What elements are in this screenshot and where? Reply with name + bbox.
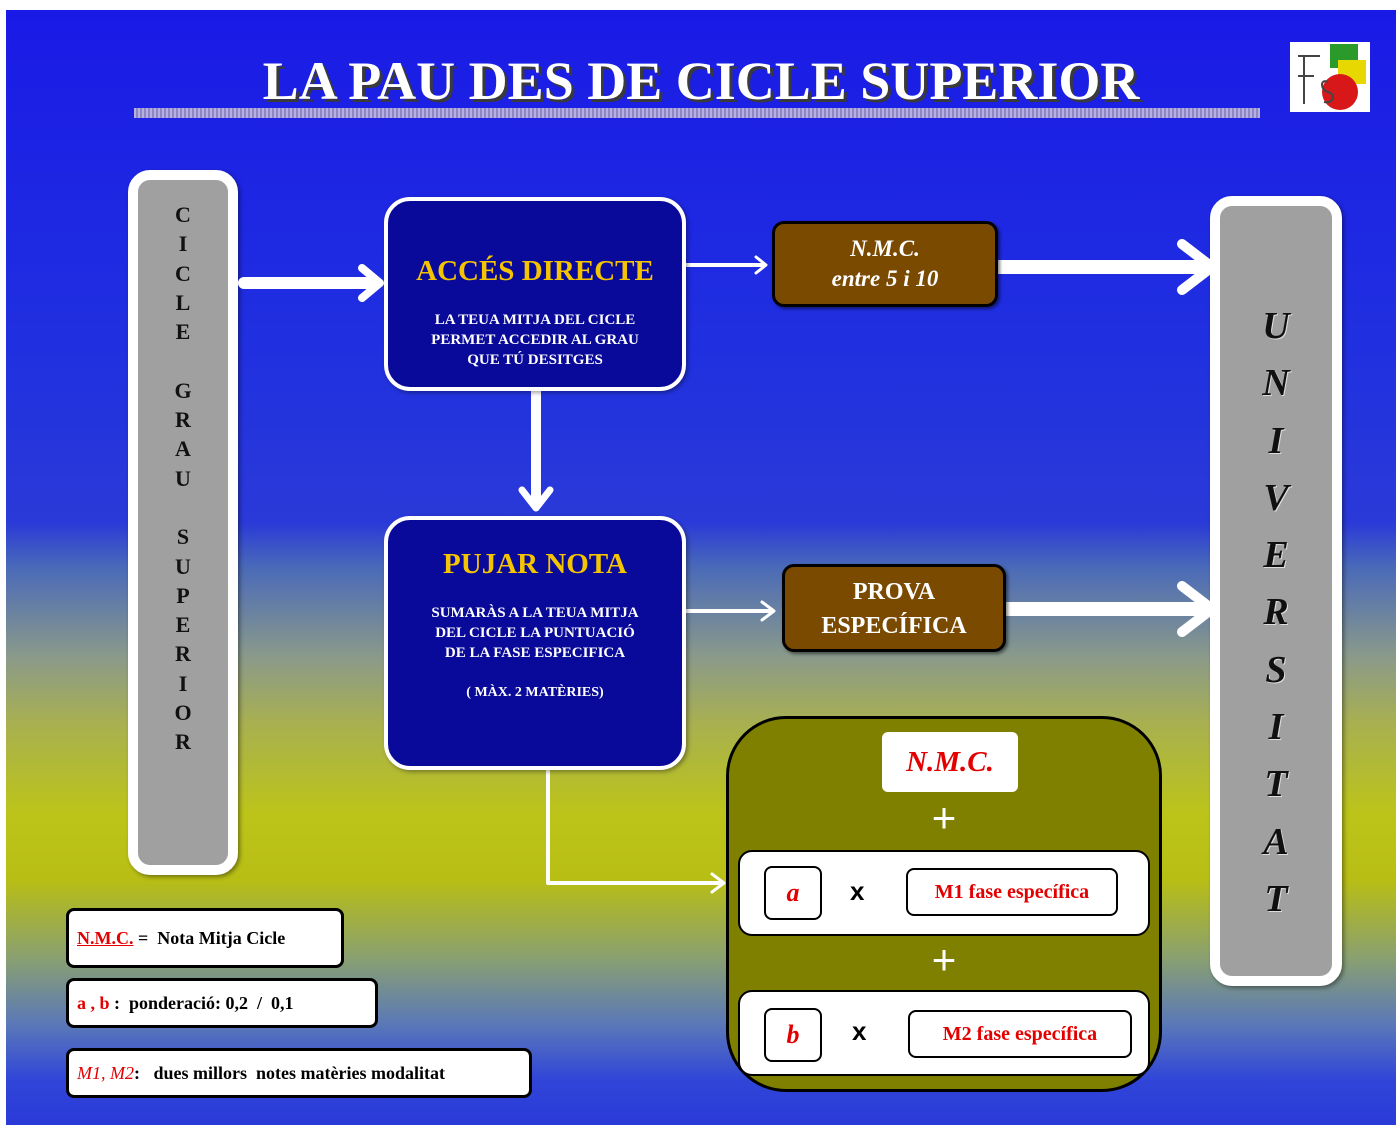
cicle-letter: C bbox=[175, 260, 191, 286]
univ-letter: E bbox=[1263, 534, 1289, 577]
legend-ab-text: : ponderació: 0,2 / 0,1 bbox=[109, 992, 294, 1013]
cicle-letter: U bbox=[175, 465, 191, 491]
acces-directe-heading: ACCÉS DIRECTE bbox=[416, 255, 654, 287]
cicle-letter: L bbox=[175, 289, 191, 315]
cicle-letter: A bbox=[175, 436, 191, 462]
title-underline bbox=[134, 108, 1260, 118]
cicle-letter: O bbox=[174, 700, 192, 726]
pujar-nota-line-3: DE LA FASE ESPECIFICA bbox=[444, 645, 626, 661]
arrow-pujar-to-prova-head bbox=[760, 600, 776, 622]
acces-directe-body: LA TEUA MITJA DEL CICLE PERMET ACCEDIR A… bbox=[388, 310, 682, 370]
pujar-nota-body: SUMARÀS A LA TEUA MITJA DEL CICLE LA PUN… bbox=[388, 603, 682, 663]
legend-nmc: N.M.C. = Nota Mitja Cicle bbox=[66, 908, 344, 968]
arrow-pujar-to-formula bbox=[546, 768, 724, 885]
m2-subject-box: M2 fase específica bbox=[908, 1010, 1132, 1058]
formula-row-2: b x M2 fase específica bbox=[738, 990, 1150, 1076]
coef-a-box: a bbox=[764, 866, 822, 920]
univ-letter: T bbox=[1264, 763, 1288, 806]
connector-arrows bbox=[238, 239, 1217, 894]
acces-directe-line-2: PERMET ACCEDIR AL GRAU bbox=[431, 332, 639, 348]
nmc-range-line-1: N.M.C. bbox=[850, 236, 920, 261]
arrow-pujar-to-formula-head bbox=[710, 872, 726, 894]
univ-letter: T bbox=[1264, 877, 1288, 920]
logo bbox=[1290, 42, 1370, 112]
formula-nmc: N.M.C. bbox=[882, 732, 1018, 792]
cicle-letter: R bbox=[175, 729, 191, 755]
formula-row-1: a x M1 fase específica bbox=[738, 850, 1150, 936]
cicle-letter: C bbox=[175, 202, 191, 227]
prova-especifica-box: PROVA ESPECÍFICA bbox=[782, 564, 1006, 652]
legend-ab-key: a , b bbox=[77, 992, 110, 1013]
univ-letter: A bbox=[1263, 820, 1289, 863]
nmc-range-line-2: entre 5 i 10 bbox=[831, 266, 939, 291]
legend-m1m2-key: M1, M2 bbox=[77, 1062, 134, 1083]
coef-b-box: b bbox=[764, 1008, 822, 1062]
acces-directe-line-3: QUE TÚ DESITGES bbox=[467, 352, 603, 368]
pujar-nota-box: PUJAR NOTA SUMARÀS A LA TEUA MITJA DEL C… bbox=[384, 516, 686, 770]
cicle-letter: U bbox=[175, 553, 191, 579]
arrow-cicle-to-acces-head bbox=[358, 264, 384, 302]
pujar-nota-line-1: SUMARÀS A LA TEUA MITJA bbox=[431, 605, 639, 621]
slide-title: LA PAU DES DE CICLE SUPERIOR bbox=[262, 51, 1140, 111]
nmc-range-box: N.M.C. entre 5 i 10 bbox=[772, 221, 998, 307]
cicle-letter: S bbox=[176, 524, 190, 550]
cicle-letter: E bbox=[175, 319, 191, 345]
arrow-nmc-to-univ-head bbox=[1177, 239, 1217, 295]
univ-letter: V bbox=[1263, 476, 1289, 519]
acces-directe-box: ACCÉS DIRECTE LA TEUA MITJA DEL CICLE PE… bbox=[384, 197, 686, 391]
univ-letter: I bbox=[1268, 419, 1284, 462]
m1-subject-box: M1 fase específica bbox=[906, 868, 1118, 916]
univ-letter: U bbox=[1262, 305, 1290, 347]
arrow-prova-to-univ-head bbox=[1177, 581, 1217, 637]
pujar-nota-line-2: DEL CICLE LA PUNTUACIÓ bbox=[435, 625, 635, 641]
legend-nmc-key: N.M.C. bbox=[77, 927, 134, 948]
legend-nmc-text: = Nota Mitja Cicle bbox=[133, 927, 286, 948]
arrow-acces-to-pujar-head bbox=[518, 486, 554, 512]
formula-plus-2: + bbox=[931, 936, 957, 983]
prova-line-2: ESPECÍFICA bbox=[821, 613, 967, 639]
times-sign-2: x bbox=[852, 1016, 867, 1046]
cicle-letter: I bbox=[178, 670, 188, 696]
cicle-letter: R bbox=[175, 641, 191, 667]
cicle-letter: G bbox=[174, 377, 192, 403]
pujar-nota-heading: PUJAR NOTA bbox=[443, 548, 627, 580]
prova-line-1: PROVA bbox=[852, 579, 936, 605]
univ-letter: I bbox=[1268, 706, 1284, 749]
univ-letter: R bbox=[1263, 591, 1289, 634]
times-sign-1: x bbox=[850, 876, 865, 906]
formula-plus-1: + bbox=[931, 794, 957, 841]
cicle-letter: E bbox=[175, 612, 191, 638]
legend-ab: a , b : ponderació: 0,2 / 0,1 bbox=[66, 978, 378, 1028]
acces-directe-line-1: LA TEUA MITJA DEL CICLE bbox=[434, 312, 636, 328]
cicle-letter: R bbox=[175, 407, 191, 433]
legend-m1m2-text: : dues millors notes matèries modalitat bbox=[134, 1062, 445, 1083]
legend-m1m2: M1, M2: dues millors notes matèries moda… bbox=[66, 1048, 532, 1098]
cicle-letter: P bbox=[176, 582, 190, 608]
cicle-letter: I bbox=[178, 231, 188, 257]
arrow-acces-to-nmc-head bbox=[754, 255, 768, 275]
univ-letter: S bbox=[1265, 648, 1287, 691]
pujar-nota-note: ( MÀX. 2 MATÈRIES) bbox=[466, 685, 604, 700]
logo-icon bbox=[1298, 44, 1366, 110]
univ-letter: N bbox=[1262, 362, 1290, 405]
